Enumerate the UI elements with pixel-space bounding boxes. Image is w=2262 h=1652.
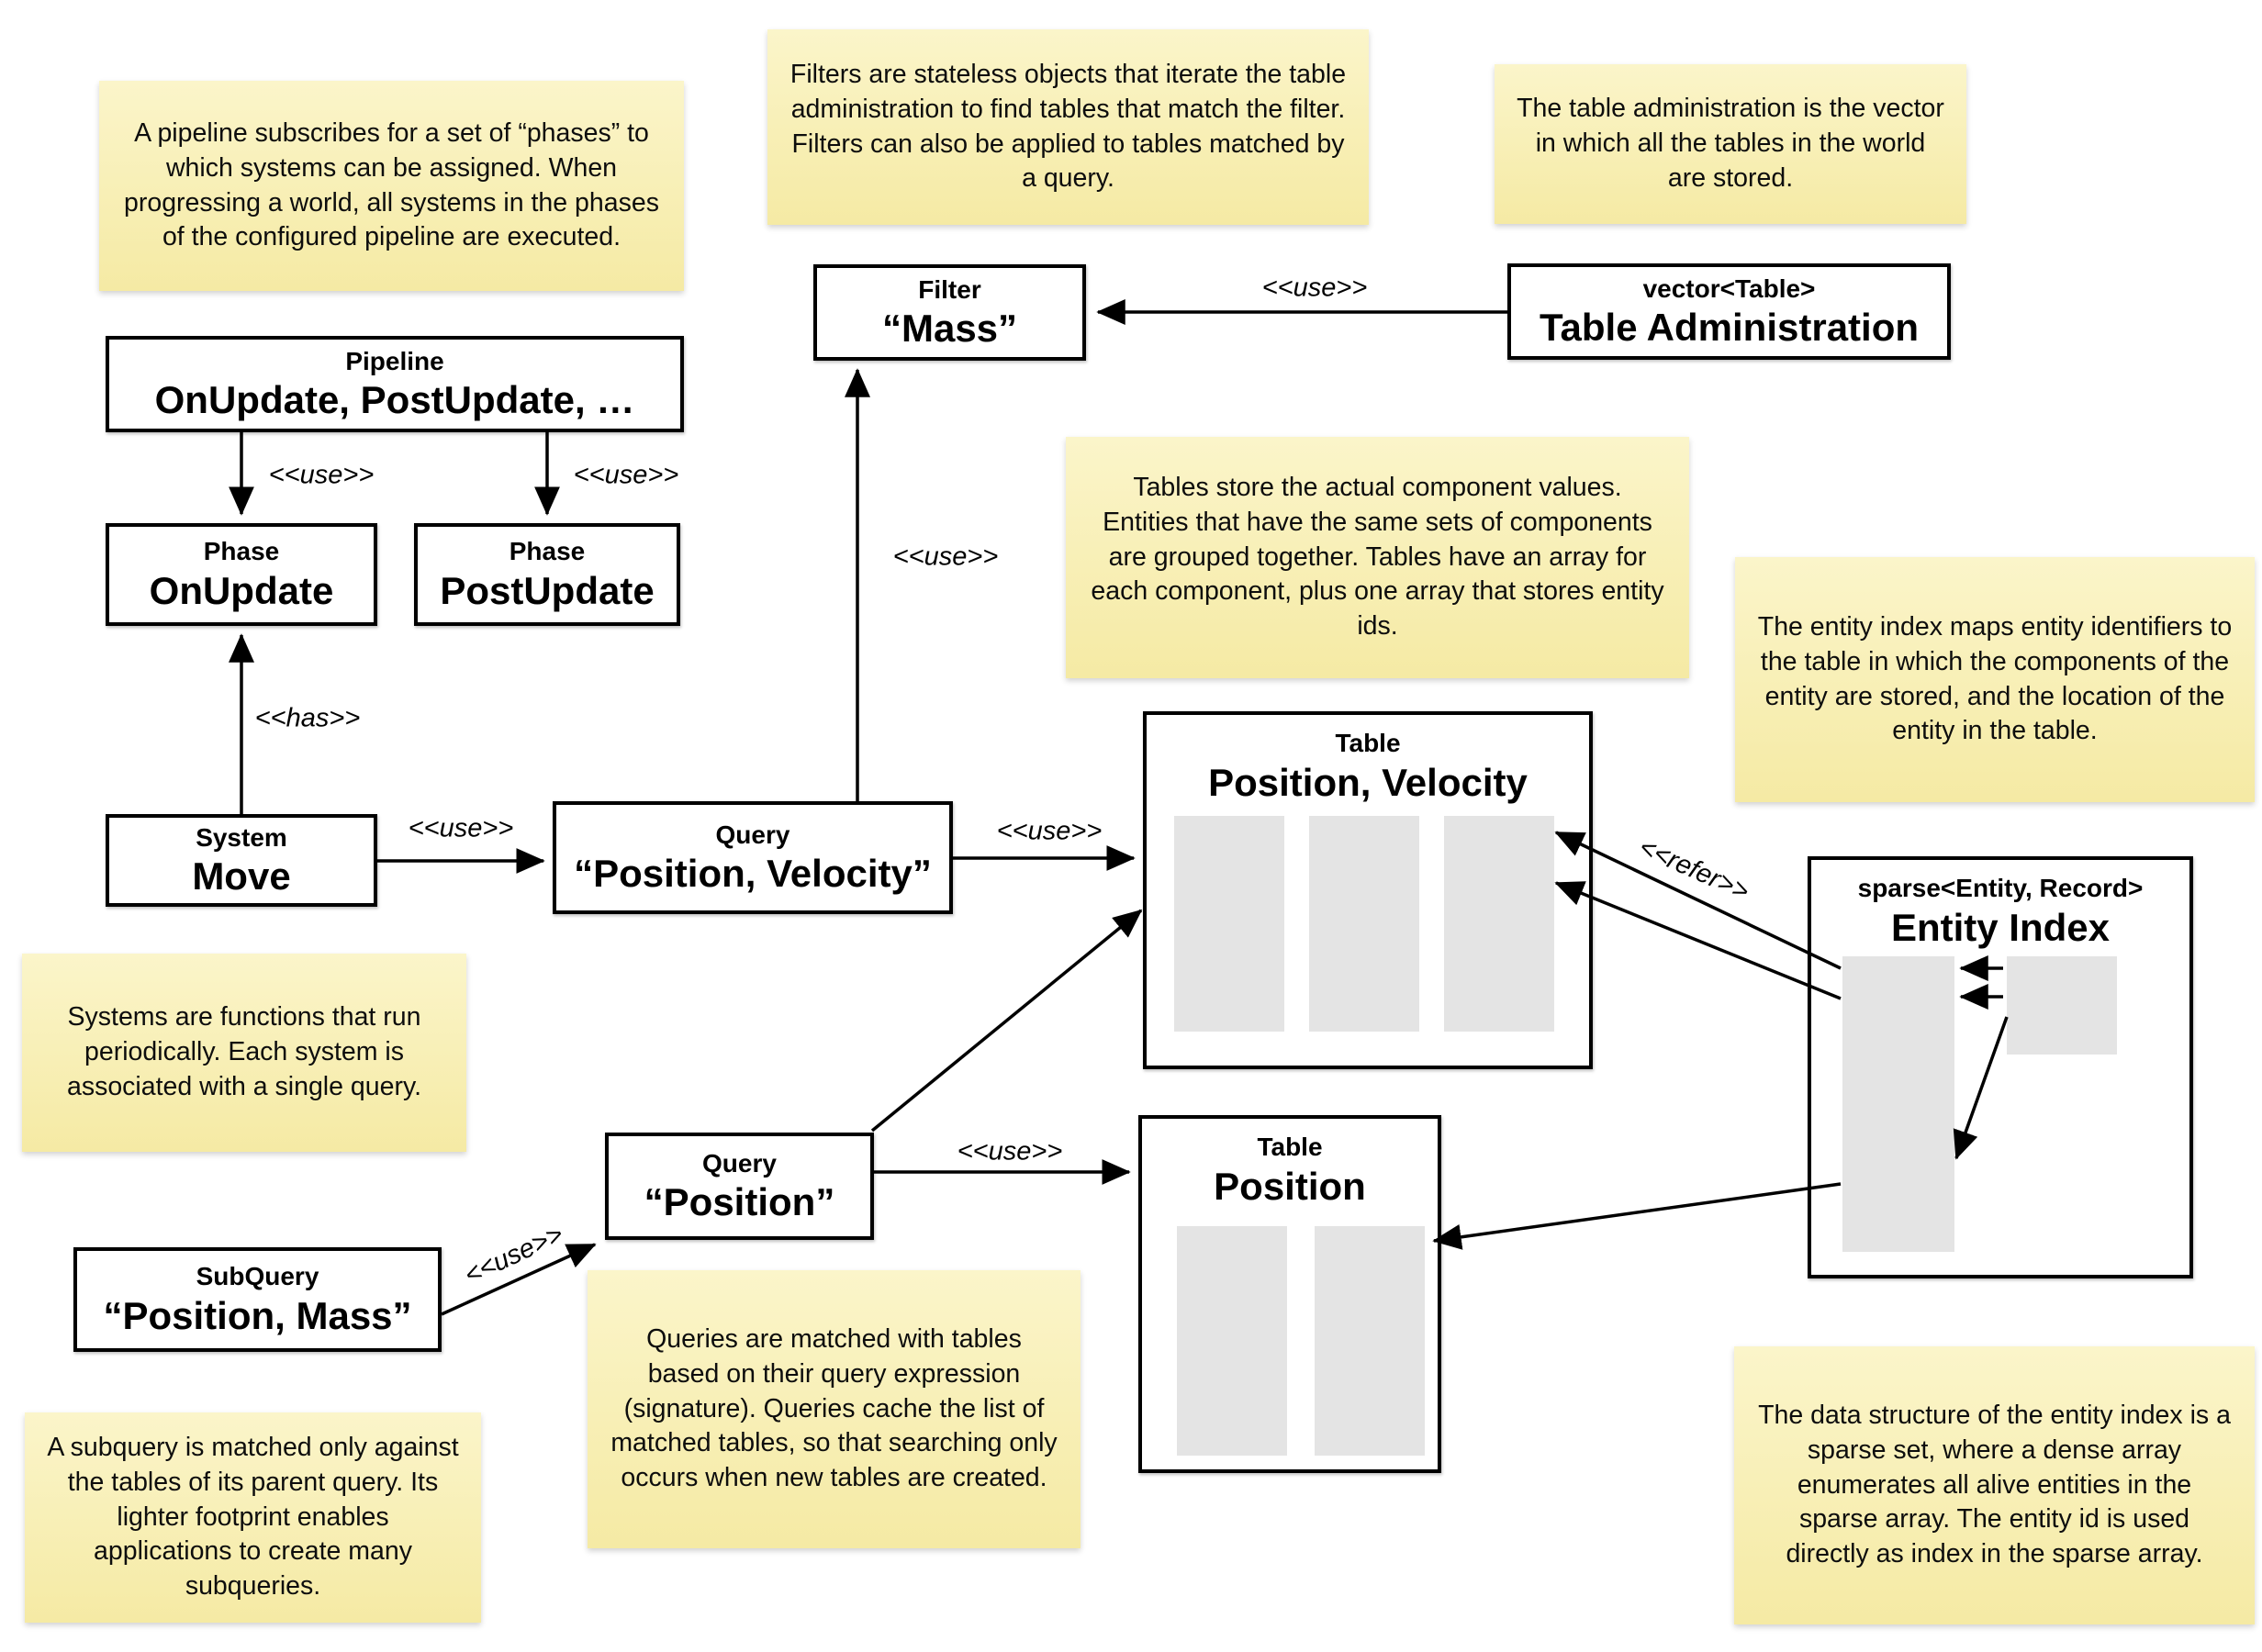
label-has-system-phase: <<has>>: [254, 703, 361, 733]
note-pipeline: A pipeline subscribes for a set of “phas…: [99, 81, 684, 291]
note-entity-index-text: The entity index maps entity identifiers…: [1757, 611, 2233, 746]
sparse-array: [1842, 956, 1954, 1252]
box-table-position-velocity-title: Table: [1335, 729, 1401, 757]
note-subquery: A subquery is matched only against the t…: [25, 1412, 481, 1623]
label-use-tableadmin-filter: <<use>>: [1261, 273, 1368, 303]
box-phase-postupdate-title: Phase: [509, 537, 586, 566]
label-use-querypos-table-pos: <<use>>: [957, 1136, 1063, 1166]
box-filter-mass-body: “Mass”: [881, 307, 1018, 351]
label-use-query-filter: <<use>>: [892, 541, 999, 572]
arrow-entityindex-refer-table-pv-1: [1554, 831, 1842, 970]
box-query-position-velocity: Query “Position, Velocity”: [553, 801, 953, 914]
box-phase-onupdate-title: Phase: [203, 537, 280, 566]
note-tables-text: Tables store the actual component values…: [1091, 472, 1664, 642]
box-query-position-title: Query: [702, 1148, 777, 1178]
note-entity-index: The entity index maps entity identifiers…: [1735, 557, 2255, 802]
box-entity-index: sparse<Entity, Record> Entity Index: [1808, 856, 2193, 1278]
box-phase-onupdate-body: OnUpdate: [149, 568, 334, 612]
box-filter-mass-title: Filter: [918, 274, 981, 304]
arrow-querypos-to-table-pv: [870, 909, 1143, 1133]
box-table-administration: vector<Table> Table Administration: [1507, 263, 1951, 360]
box-subquery: SubQuery “Position, Mass”: [73, 1247, 442, 1352]
box-subquery-title: SubQuery: [196, 1262, 319, 1291]
box-subquery-body: “Position, Mass”: [103, 1293, 412, 1337]
component-array-3: [1444, 816, 1554, 1032]
label-use-query-table-pv: <<use>>: [996, 816, 1103, 846]
box-query-position-body: “Position”: [644, 1180, 835, 1224]
note-queries: Queries are matched with tables based on…: [588, 1270, 1081, 1548]
box-system-move-body: Move: [192, 854, 291, 899]
box-table-position: Table Position: [1138, 1115, 1441, 1473]
box-query-position: Query “Position”: [605, 1133, 874, 1240]
box-pipeline: Pipeline OnUpdate, PostUpdate, …: [106, 336, 684, 432]
note-filters: Filters are stateless objects that itera…: [767, 29, 1369, 225]
box-entity-index-body: Entity Index: [1890, 905, 2111, 949]
dense-array: [2007, 956, 2117, 1055]
box-entity-index-title: sparse<Entity, Record>: [1857, 874, 2144, 902]
label-use-system-query: <<use>>: [408, 813, 514, 843]
component-array-2: [1309, 816, 1419, 1032]
note-table-administration: The table administration is the vector i…: [1495, 64, 1966, 224]
box-pipeline-title: Pipeline: [345, 346, 444, 375]
note-sparse-set-text: The data structure of the entity index i…: [1758, 1400, 2231, 1569]
box-table-position-velocity-body: Position, Velocity: [1208, 760, 1528, 804]
label-use-pipeline-postupdate: <<use>>: [573, 460, 679, 490]
box-table-position-title: Table: [1257, 1133, 1323, 1161]
label-use-pipeline-onupdate: <<use>>: [268, 460, 375, 490]
arrow-entityindex-to-table-pos: [1432, 1182, 1842, 1250]
box-query-position-velocity-body: “Position, Velocity”: [574, 852, 932, 896]
note-tables: Tables store the actual component values…: [1066, 437, 1689, 678]
label-use-subquery-querypos: <<use>>: [460, 1219, 568, 1291]
note-systems: Systems are functions that run periodica…: [22, 954, 466, 1152]
arrow-entityindex-refer-table-pv-2: [1554, 881, 1842, 1000]
note-table-administration-text: The table administration is the vector i…: [1517, 94, 1944, 193]
label-refer-entityindex-table: <<refer>>: [1634, 832, 1753, 908]
component-array-1: [1174, 816, 1284, 1032]
position-array-1: [1177, 1226, 1287, 1456]
box-phase-onupdate: Phase OnUpdate: [106, 523, 377, 626]
box-pipeline-body: OnUpdate, PostUpdate, …: [154, 378, 635, 422]
box-phase-postupdate-body: PostUpdate: [440, 568, 655, 612]
note-subquery-text: A subquery is matched only against the t…: [47, 1432, 459, 1602]
note-filters-text: Filters are stateless objects that itera…: [789, 59, 1347, 194]
note-queries-text: Queries are matched with tables based on…: [610, 1323, 1058, 1493]
box-query-position-velocity-title: Query: [715, 820, 790, 849]
box-filter-mass: Filter “Mass”: [813, 264, 1086, 361]
position-array-2: [1315, 1226, 1425, 1456]
box-table-administration-body: Table Administration: [1539, 306, 1920, 350]
box-system-move-title: System: [196, 822, 287, 852]
note-sparse-set: The data structure of the entity index i…: [1734, 1346, 2255, 1624]
note-pipeline-text: A pipeline subscribes for a set of “phas…: [124, 117, 659, 252]
note-systems-text: Systems are functions that run periodica…: [66, 1002, 422, 1101]
box-table-administration-title: vector<Table>: [1642, 273, 1816, 303]
box-system-move: System Move: [106, 814, 377, 907]
box-table-position-body: Position: [1214, 1164, 1366, 1208]
box-phase-postupdate: Phase PostUpdate: [414, 523, 680, 626]
box-table-position-velocity: Table Position, Velocity: [1143, 711, 1593, 1069]
